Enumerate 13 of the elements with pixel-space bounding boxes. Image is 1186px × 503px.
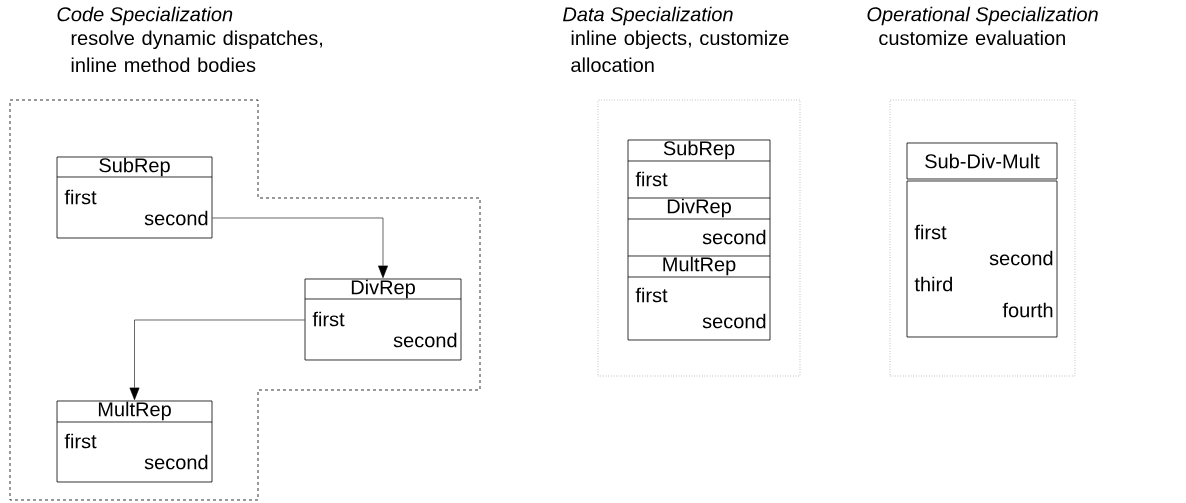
arrow — [129, 319, 305, 401]
class-box: MultRep first second — [56, 400, 213, 483]
class-box: SubRep first DivRep second MultRep first second — [627, 139, 771, 341]
class-box: DivRep first second — [304, 278, 462, 361]
section-description: resolve dynamic dispatches, inline method bodies — [71, 30, 322, 73]
section-heading: Data Specialization — [563, 6, 733, 26]
section-heading: Operational Specialization — [867, 6, 1098, 26]
section-description: customize evaluation — [879, 30, 1065, 46]
class-box: SubRep first second — [56, 156, 213, 239]
arrow — [212, 217, 388, 279]
class-box: Sub-Div-Mult — [906, 142, 1058, 180]
section-description: inline objects, customize allocation — [571, 30, 789, 73]
section-heading: Code Specialization — [57, 6, 233, 26]
